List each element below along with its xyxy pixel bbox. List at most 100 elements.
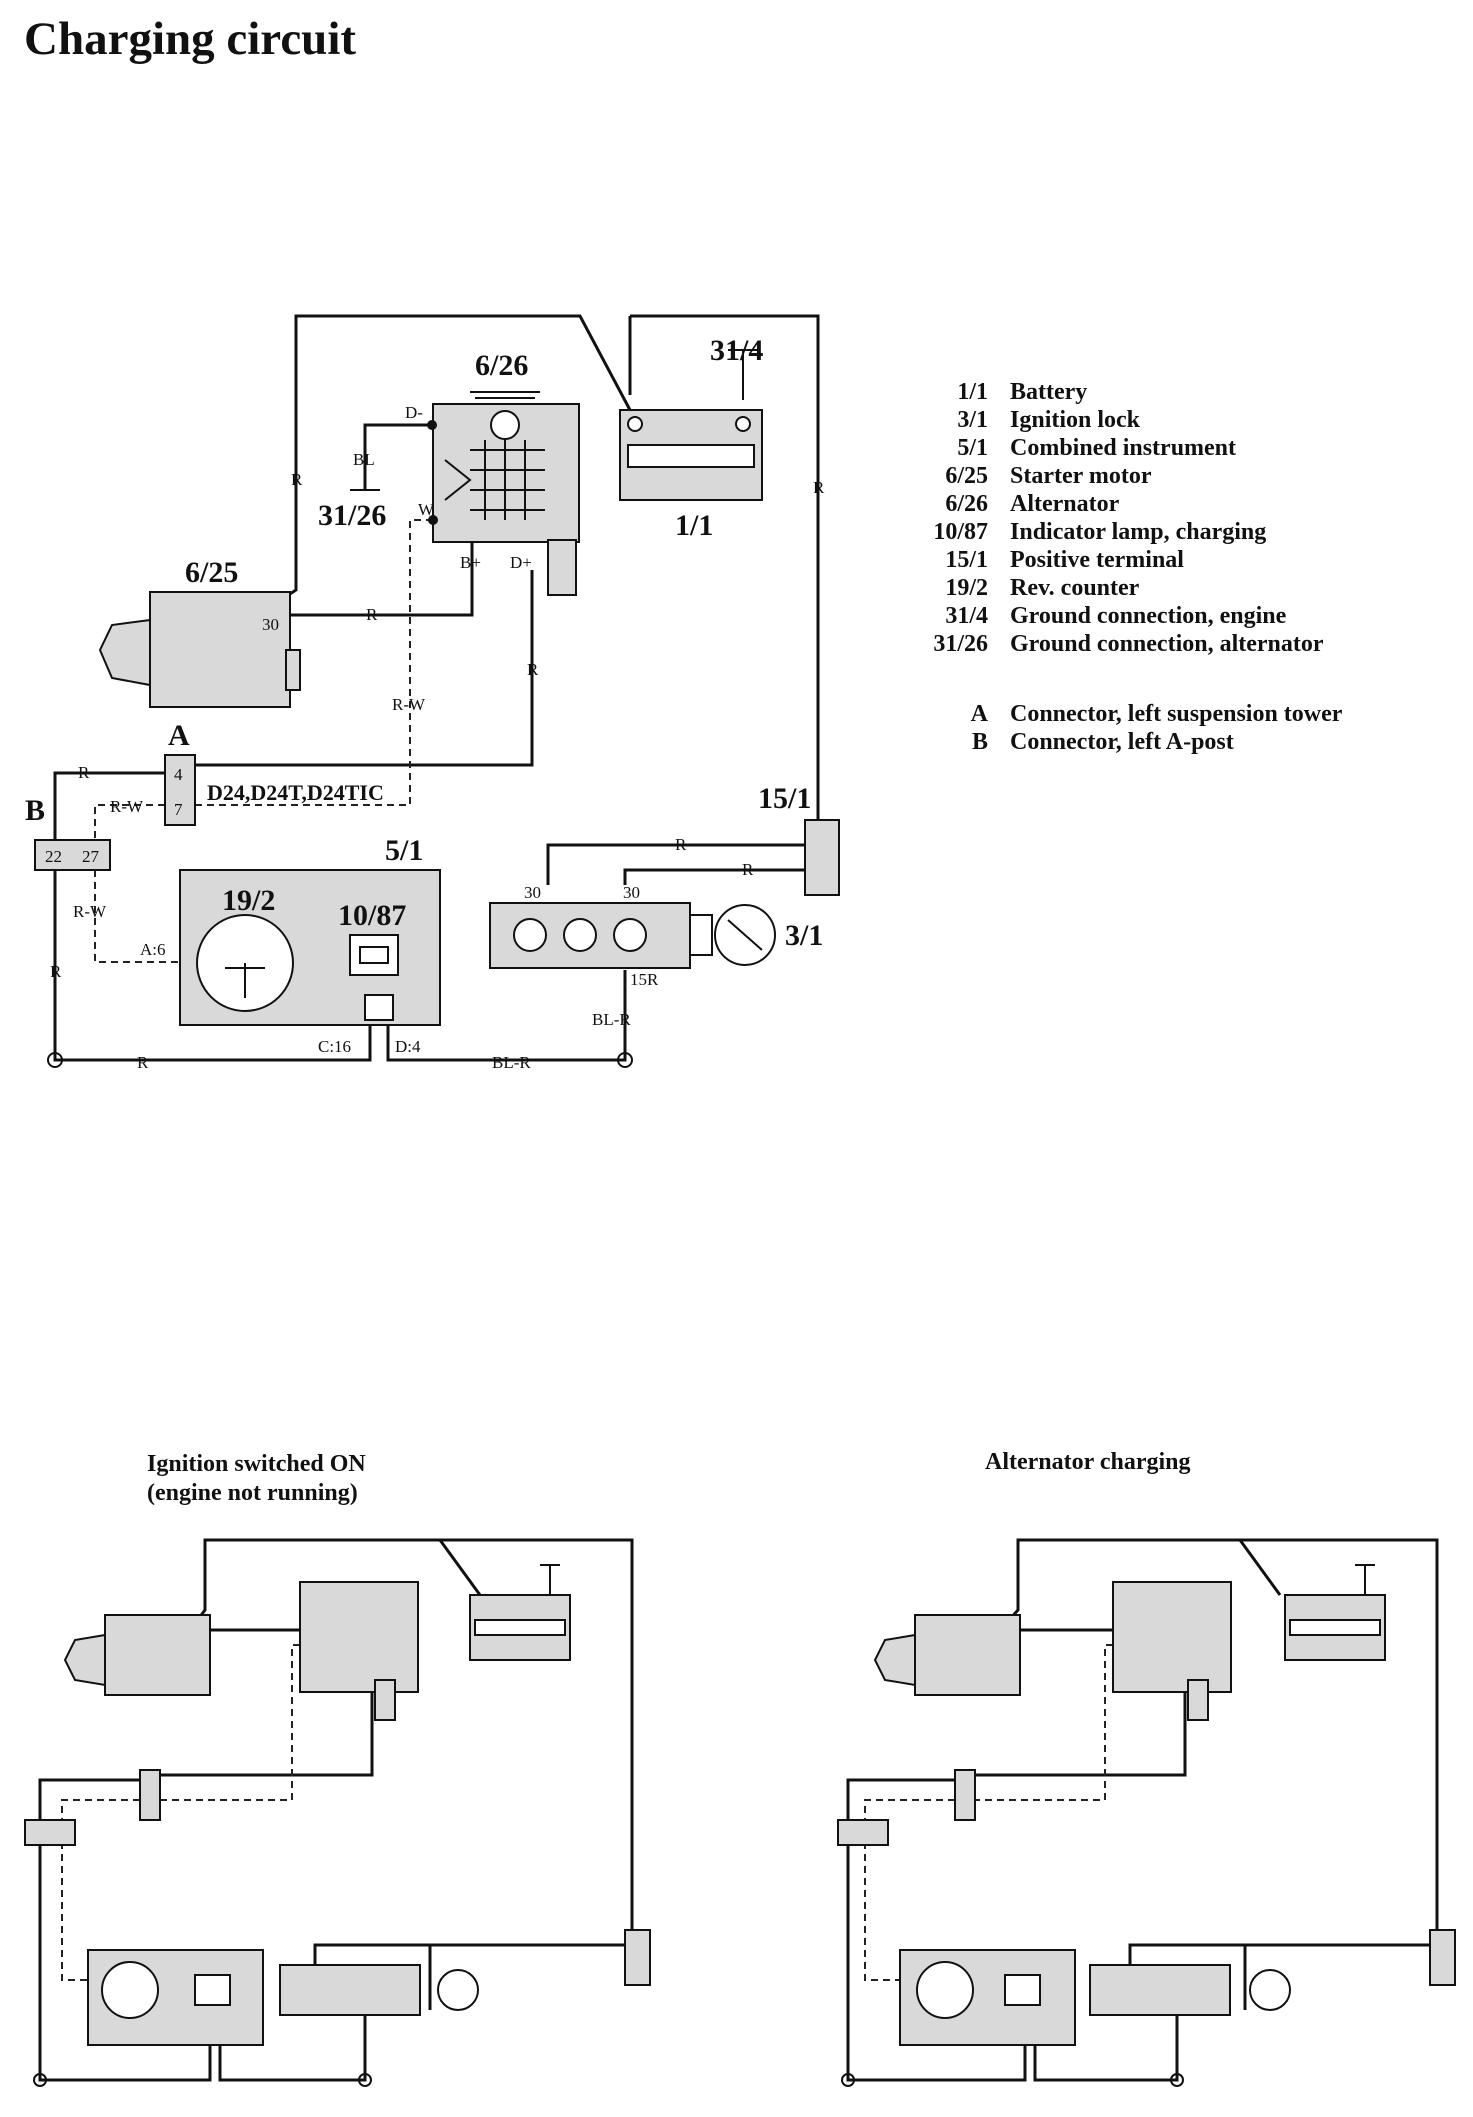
connectors-row: B Connector, left A-post [915, 728, 1342, 756]
starter-end [285, 649, 301, 691]
legend-row: 31/26 Ground connection, alternator [915, 630, 1342, 658]
ignition-contact-1 [513, 918, 547, 952]
terminal-a-pin7: 7 [174, 800, 183, 819]
wire-label-r-b: R [50, 962, 62, 981]
wire-label-r-ign1: R [675, 835, 687, 854]
wire-label-r-battery: R [813, 478, 825, 497]
legend-desc: Ground connection, engine [1010, 603, 1287, 629]
wire-label-r-starter: R [366, 605, 378, 624]
starter-body [149, 591, 291, 708]
terminal-c16: C:16 [318, 1037, 351, 1056]
wire-b-ground [53, 870, 372, 1062]
legend-desc: Battery [1010, 379, 1088, 405]
terminal-d-minus: D- [405, 403, 423, 422]
label-rev-counter: 19/2 [222, 884, 275, 917]
legend-desc: Alternator [1010, 491, 1120, 517]
page-title: Charging circuit [24, 13, 357, 65]
legend-code: 5/1 [957, 435, 988, 461]
wire-label-bl: BL [353, 450, 375, 469]
alternator-windings [444, 440, 545, 520]
indicator-lamp-battery-symbol [359, 946, 389, 964]
ignition-contact-3 [613, 918, 647, 952]
legend-desc: Rev. counter [1010, 575, 1140, 601]
rev-counter-needle [225, 963, 265, 998]
starter-nose [98, 618, 151, 687]
legend-row: 15/1 Positive terminal [915, 546, 1342, 574]
legend-desc: Positive terminal [1010, 547, 1184, 573]
ignition-tab [689, 914, 713, 956]
terminal-b-pin22: 22 [45, 847, 62, 866]
wire-connector-a-b [53, 771, 165, 840]
sub-title-left-line-1: Ignition switched ON [147, 1451, 366, 1477]
label-engine-ground: 31/4 [710, 334, 763, 367]
terminal-30-ign-a: 30 [524, 883, 541, 902]
alt-w-dot [428, 515, 438, 525]
wire-label-blr-vert: BL-R [592, 1010, 631, 1029]
sub-diagram-right [837, 1538, 1456, 2087]
ignition-key-slot [727, 919, 763, 951]
sub-title-left-line-2: (engine not running) [147, 1480, 358, 1506]
terminal-w: W [418, 500, 435, 519]
wire-label-rw-b: R-W [110, 797, 144, 816]
sub-title-right: Alternator charging [985, 1449, 1191, 1475]
terminal-30-starter: 30 [262, 615, 279, 634]
label-indicator-lamp: 10/87 [338, 899, 406, 932]
terminal-b-plus: B+ [460, 553, 481, 572]
legend-desc: Starter motor [1010, 463, 1152, 489]
wire-label-r-ign2: R [742, 860, 754, 879]
label-connector-b: B [25, 794, 45, 827]
connectors-desc: Connector, left suspension tower [1010, 701, 1343, 727]
instrument-plug [364, 994, 394, 1021]
legend-code: 19/2 [945, 575, 988, 601]
legend-code: 31/26 [933, 631, 988, 657]
label-positive-terminal: 15/1 [758, 782, 811, 815]
terminal-30-ign-b: 30 [623, 883, 640, 902]
alternator-pulley [490, 410, 520, 440]
legend-gap [915, 658, 1342, 700]
terminal-a6: A:6 [140, 940, 166, 959]
ignition-contact-2 [563, 918, 597, 952]
legend-code: 6/26 [945, 491, 988, 517]
terminal-a-pin4: 4 [174, 765, 183, 784]
positive-terminal-body [804, 819, 840, 896]
legend-desc: Ground connection, alternator [1010, 631, 1324, 657]
terminal-15r: 15R [630, 970, 659, 989]
sub-diagram-left [24, 1538, 651, 2087]
wire-label-blr-bottom: BL-R [492, 1053, 531, 1072]
legend-row: 6/26 Alternator [915, 490, 1342, 518]
connector-b [34, 839, 111, 871]
wire-label-rw-vert: R-W [392, 695, 426, 714]
legend-code: 3/1 [957, 407, 988, 433]
legend-row: 19/2 Rev. counter [915, 574, 1342, 602]
connectors-code: B [971, 729, 988, 755]
ground-point-left [47, 1052, 63, 1068]
wire-label-r-a: R [78, 763, 90, 782]
wire-label-r-bottom: R [137, 1053, 149, 1072]
wire-alt-dminus-ground [363, 423, 432, 490]
terminal-d-plus: D+ [510, 553, 532, 572]
wire-label-r-dplus: R [527, 660, 539, 679]
legend-code: 15/1 [945, 547, 988, 573]
label-starter: 6/25 [185, 556, 238, 589]
terminal-d4: D:4 [395, 1037, 421, 1056]
connector-a [164, 754, 196, 826]
terminal-b-pin27: 27 [82, 847, 100, 866]
label-battery: 1/1 [675, 509, 713, 542]
wire-positive-ignition [546, 843, 810, 885]
wire-label-rw-b2: R-W [73, 902, 107, 921]
ground-point-right [617, 1052, 633, 1068]
connectors-desc: Connector, left A-post [1010, 729, 1234, 755]
legend-desc: Combined instrument [1010, 435, 1237, 461]
legend-code: 10/87 [933, 519, 988, 545]
label-engine-variants: D24,D24T,D24TIC [207, 780, 384, 805]
alternator-pulley-top [470, 391, 540, 399]
wire-label-r-top-left: R [291, 470, 303, 489]
wire-ground-ignition [386, 970, 627, 1062]
ground-engine-symbol [728, 349, 758, 400]
